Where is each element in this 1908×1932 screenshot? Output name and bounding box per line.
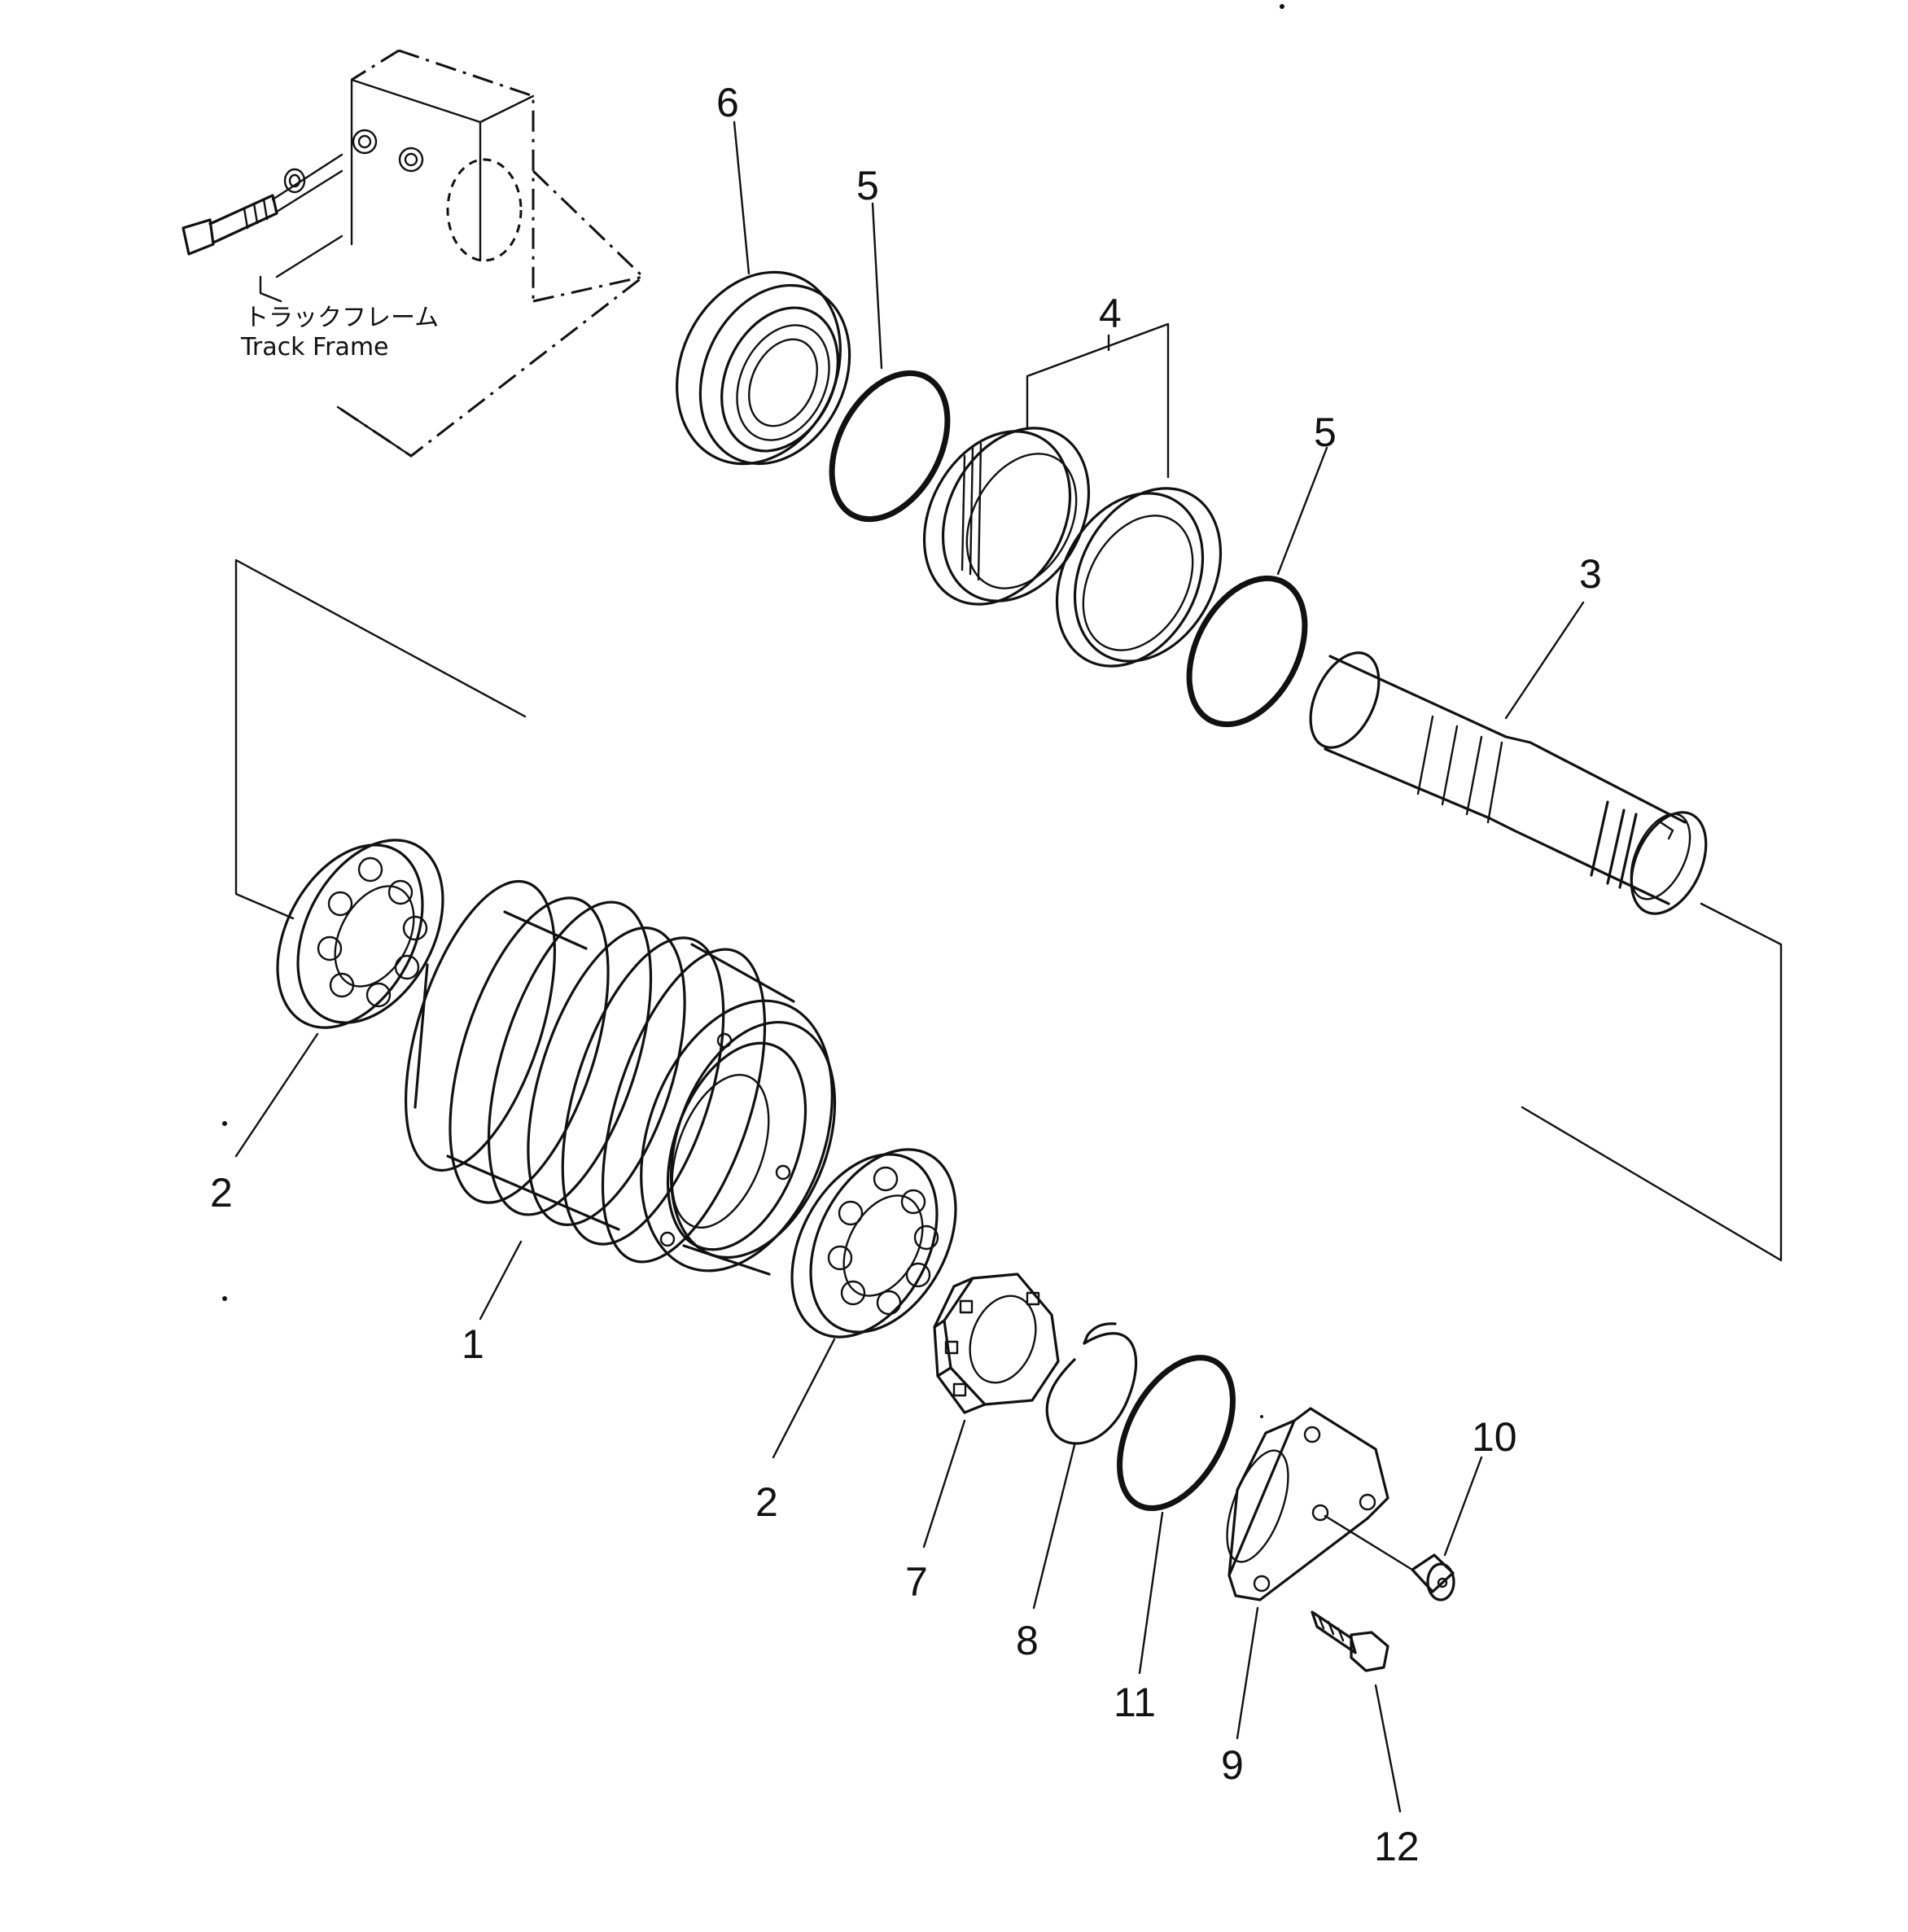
part-5-o-ring-lower (1186, 575, 1308, 728)
callout-9: 9 (1221, 1742, 1244, 1788)
part-10-plug (1324, 1514, 1455, 1601)
part-2-bearing-left (276, 839, 444, 1029)
part-12-bolt (1311, 1610, 1389, 1672)
track-frame-detail: トラックフレーム Track Frame (182, 49, 645, 458)
callout-1: 1 (462, 1321, 484, 1367)
part-1-roller (404, 879, 837, 1276)
callout-numbers: 6 5 4 5 3 2 1 2 7 8 11 9 10 12 (210, 80, 1602, 1869)
callout-8: 8 (1016, 1618, 1039, 1663)
callout-3: 3 (1579, 551, 1602, 597)
callout-6: 6 (716, 80, 739, 125)
callout-10: 10 (1472, 1414, 1517, 1460)
part-7-nut (933, 1273, 1060, 1414)
part-11-o-ring (1117, 1355, 1236, 1511)
assembly-boundary (234, 559, 1783, 1262)
part-2-bearing-right (790, 1148, 957, 1338)
part-4-floating-seal-b (1055, 487, 1223, 668)
callout-7: 7 (905, 1559, 928, 1605)
part-4-bracket (1026, 322, 1170, 479)
track-frame-label-jp: トラックフレーム (244, 304, 439, 332)
scan-specks (222, 4, 1284, 1418)
part-3-shaft (1309, 651, 1708, 915)
part-5-o-ring-upper (829, 370, 951, 523)
part-4-floating-seal-a (922, 427, 1091, 606)
callout-2-right: 2 (755, 1479, 778, 1525)
part-9-cover (1226, 1407, 1389, 1601)
callout-12: 12 (1374, 1824, 1420, 1869)
callout-2-left: 2 (210, 1170, 233, 1216)
track-frame-label-en: Track Frame (240, 333, 389, 361)
part-6-seal-housing (676, 270, 851, 466)
callout-11: 11 (1114, 1680, 1156, 1725)
callout-4: 4 (1099, 291, 1122, 336)
callout-5-lower: 5 (1314, 410, 1337, 455)
callout-5-upper: 5 (856, 163, 879, 208)
leader-lines (234, 120, 1585, 1813)
part-8-snap-ring (1045, 1322, 1138, 1445)
